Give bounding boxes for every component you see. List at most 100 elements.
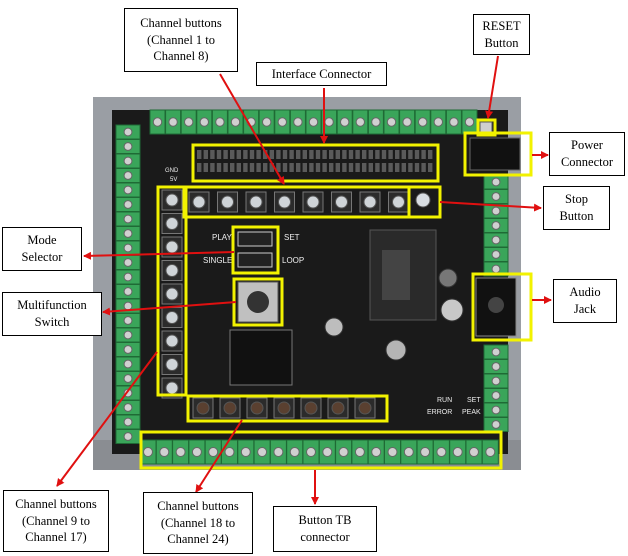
terminal-screw — [123, 403, 133, 412]
terminal-screw — [387, 447, 398, 457]
highlight-audio-jack — [471, 272, 533, 342]
header-pin — [401, 150, 406, 159]
header-pin — [355, 163, 360, 172]
terminal-screw — [306, 447, 316, 457]
header-pin — [203, 150, 208, 159]
header-pin — [269, 163, 274, 172]
terminal-screw — [143, 447, 153, 457]
terminal-block-right — [483, 174, 509, 432]
terminal-screw — [123, 171, 133, 180]
push-button-cap — [196, 401, 210, 415]
terminal-screw — [123, 417, 133, 427]
terminal-screw — [491, 420, 501, 429]
header-pin — [296, 150, 301, 159]
header-pin — [362, 163, 367, 172]
terminal-screw — [123, 345, 133, 354]
terminal-screw — [386, 117, 397, 127]
header-pin — [362, 150, 367, 159]
terminal-screw — [491, 362, 501, 371]
highlight-channel-18-24 — [186, 394, 389, 423]
header-pin — [309, 150, 314, 159]
terminal-screw — [491, 221, 501, 230]
header-pin — [249, 150, 255, 159]
header-pin — [335, 163, 340, 172]
push-button-cap — [165, 381, 179, 395]
silk-loop: LOOP — [282, 256, 304, 265]
terminal-screw — [491, 376, 501, 386]
terminal-screw — [123, 243, 133, 253]
header-pin — [342, 163, 347, 172]
header-pin — [216, 150, 222, 159]
terminal-screw — [240, 447, 251, 457]
header-pin — [223, 163, 228, 172]
terminal-screw — [123, 330, 133, 340]
silk-5v: 5V — [170, 177, 177, 183]
push-button-cap — [165, 287, 179, 301]
header-pin — [197, 163, 202, 172]
header-pin — [428, 150, 433, 159]
push-button-cap — [165, 264, 179, 277]
header-pin — [388, 163, 393, 172]
terminal-screw — [123, 388, 133, 398]
silk-gnd: GND — [165, 168, 179, 174]
header-pin — [414, 150, 420, 159]
terminal-screw — [168, 117, 178, 127]
callout-multifunction-switch: Multifunction Switch — [2, 292, 102, 336]
header-pin — [395, 163, 400, 172]
push-button-cap — [223, 401, 237, 415]
terminal-screw — [491, 177, 501, 187]
capacitor — [438, 268, 458, 288]
mode-switch-1 — [237, 231, 273, 247]
terminal-screw — [433, 117, 443, 127]
terminal-block-top — [149, 109, 478, 135]
header-pin — [322, 150, 327, 159]
terminal-screw — [491, 192, 501, 201]
header-pin — [230, 163, 235, 172]
regulator — [382, 250, 410, 300]
terminal-screw — [123, 142, 133, 151]
header-pin — [203, 163, 208, 172]
channel-buttons-1-8 — [188, 191, 409, 213]
terminal-screw — [123, 185, 133, 195]
header-pin — [368, 150, 373, 159]
terminal-screw — [246, 117, 256, 127]
terminal-screw — [293, 117, 303, 127]
silk-single: SINGLE — [203, 256, 232, 265]
header-pin — [381, 150, 387, 159]
silk-set: SET — [284, 233, 300, 242]
terminal-screw — [469, 447, 479, 457]
terminal-screw — [184, 117, 194, 127]
header-pin — [263, 150, 268, 159]
push-button-cap — [221, 195, 234, 209]
header-pin — [236, 163, 241, 172]
header-pin — [342, 150, 347, 159]
terminal-screw — [224, 447, 235, 457]
push-button-cap — [165, 193, 179, 207]
header-pin — [348, 163, 354, 172]
header-pin — [302, 150, 307, 159]
push-button-cap — [335, 195, 348, 209]
header-pin — [256, 163, 261, 172]
terminal-screw — [123, 272, 133, 282]
highlight-interface-connector — [191, 143, 440, 183]
terminal-screw — [230, 117, 241, 127]
push-button-cap — [165, 240, 179, 254]
header-pin — [263, 163, 268, 172]
header-pin — [256, 150, 261, 159]
terminal-screw — [355, 117, 365, 127]
header-pin — [210, 150, 215, 159]
header-pin — [408, 150, 413, 159]
terminal-screw — [123, 258, 133, 267]
highlight-channel-9-17 — [156, 185, 188, 397]
terminal-screw — [289, 447, 300, 457]
header-pin — [329, 150, 334, 159]
header-pin — [249, 163, 255, 172]
callout-channel-buttons-1-8: Channel buttons (Channel 1 to Channel 8) — [124, 8, 238, 72]
header-pin — [348, 150, 354, 159]
terminal-screw — [418, 117, 428, 127]
header-pin — [243, 163, 248, 172]
highlight-power-connector — [463, 131, 533, 177]
terminal-screw — [354, 447, 365, 457]
terminal-screw — [340, 117, 350, 127]
push-button-cap — [165, 311, 179, 324]
